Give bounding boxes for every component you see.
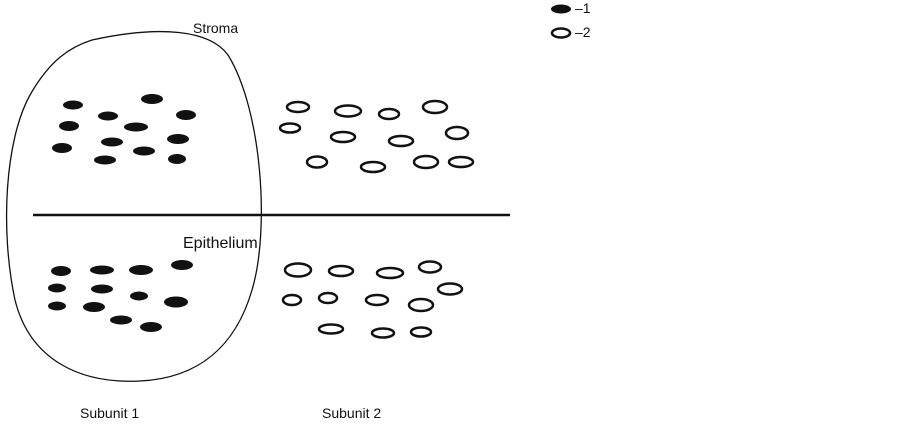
- filled-cell: [129, 265, 153, 275]
- filled-cell: [51, 266, 71, 276]
- epithelium-label: Epithelium: [183, 235, 258, 252]
- filled-cell: [63, 100, 83, 110]
- filled-cell: [98, 111, 118, 121]
- hollow-cell: [387, 134, 415, 148]
- filled-cell: [133, 146, 155, 156]
- filled-cell: [168, 154, 186, 164]
- filled-cell: [130, 291, 148, 301]
- hollow-cell: [417, 260, 443, 274]
- hollow-cell: [281, 293, 303, 307]
- filled-cell: [90, 265, 114, 275]
- hollow-cell: [421, 99, 449, 115]
- subunit2-label: Subunit 2: [322, 405, 382, 421]
- filled-cells: [48, 94, 196, 332]
- hollow-cell: [436, 282, 464, 296]
- filled-cell: [59, 121, 79, 131]
- filled-cell: [101, 137, 123, 147]
- hollow-cell: [375, 266, 405, 280]
- hollow-cell: [359, 160, 387, 174]
- filled-cell: [94, 155, 116, 165]
- hollow-cell: [377, 107, 401, 121]
- filled-cell: [110, 315, 132, 325]
- legend-label-2: –2: [575, 24, 591, 40]
- hollow-cell: [329, 130, 357, 144]
- hollow-cell: [412, 154, 440, 170]
- hollow-cell: [317, 291, 339, 305]
- filled-cell: [141, 94, 163, 104]
- stroma-label: Stroma: [193, 20, 239, 36]
- hollow-cell: [278, 122, 302, 134]
- hollow-cell: [407, 297, 435, 313]
- hollow-cells: [278, 99, 475, 339]
- filled-cell: [124, 122, 148, 132]
- filled-cell: [176, 110, 196, 120]
- filled-cell: [167, 134, 189, 144]
- subunit1-label: Subunit 1: [80, 405, 140, 421]
- filled-cell: [83, 302, 105, 312]
- filled-cell: [140, 322, 162, 332]
- hollow-cell: [283, 262, 313, 278]
- hollow-cell: [444, 125, 470, 141]
- hollow-cell: [409, 326, 433, 338]
- filled-cell: [48, 301, 66, 311]
- filled-cell: [171, 260, 193, 270]
- hollow-ellipse-icon: [550, 27, 572, 39]
- hollow-cell: [285, 100, 311, 114]
- hollow-cell: [370, 327, 396, 339]
- filled-ellipse-icon: [551, 4, 571, 14]
- hollow-cell: [327, 264, 355, 278]
- filled-cell: [48, 283, 66, 293]
- filled-cell: [91, 284, 113, 294]
- hollow-cell: [364, 293, 390, 307]
- hollow-cell: [333, 104, 363, 118]
- hollow-cell: [317, 323, 345, 335]
- hollow-cell: [305, 155, 329, 169]
- subunit1-outline: [5, 30, 262, 382]
- hollow-cell: [447, 155, 475, 169]
- filled-cell: [52, 143, 72, 153]
- filled-cell: [164, 296, 188, 308]
- legend-label-1: –1: [575, 0, 591, 16]
